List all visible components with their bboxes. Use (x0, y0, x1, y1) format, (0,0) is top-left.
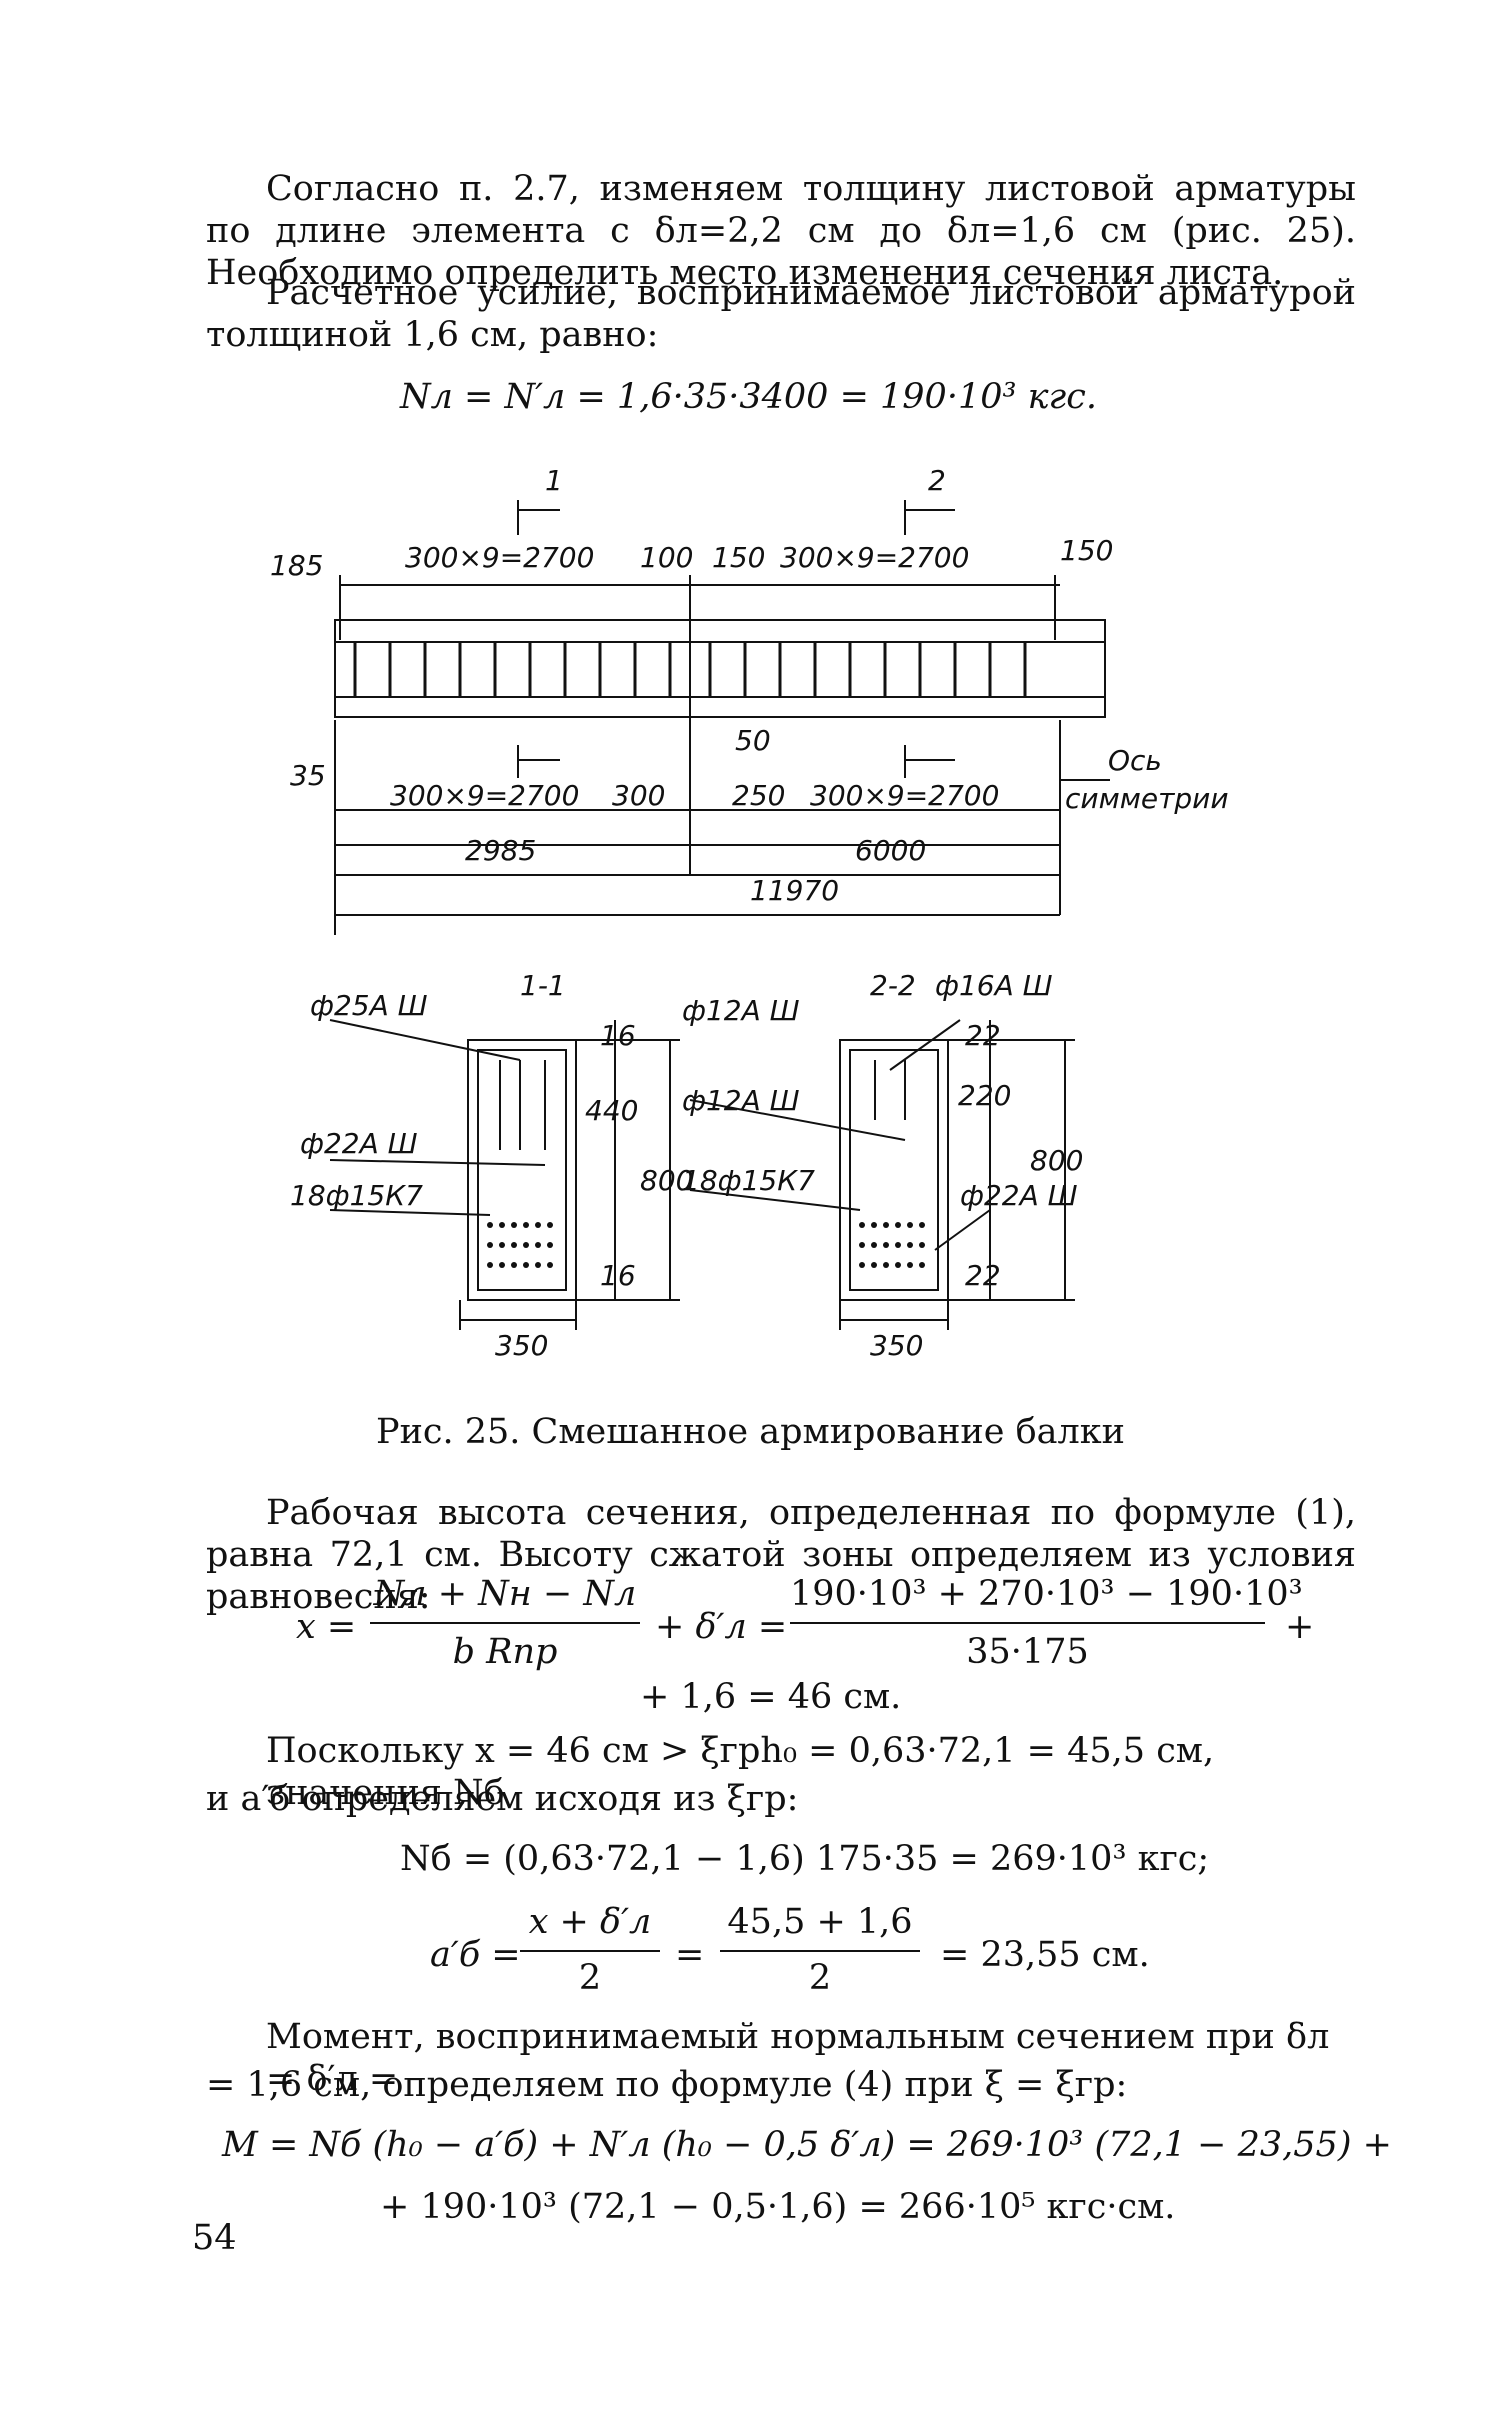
eq4-fraction-bar-1 (520, 1950, 660, 1952)
eq4-den2: 2 (808, 1958, 832, 1998)
dim-185: 185 (270, 549, 323, 582)
paragraph-5b: = 1,6 см, определяем по формуле (4) при … (206, 2065, 1128, 2105)
paragraph-2: Расчетное усилие, воспринимаемое листово… (206, 273, 1356, 355)
dim-bot-1: 300×9=2700 (390, 779, 579, 812)
eq4-result: = 23,55 см. (940, 1935, 1150, 1975)
s2-dim-22b: 22 (965, 1259, 1001, 1292)
s2-bar-label-4: ф16А Ш (935, 969, 1053, 1002)
s2-dim-22a: 22 (965, 1019, 1001, 1052)
dim-50: 50 (735, 724, 771, 757)
paragraph-4b: и a′б определяем исходя из ξгр: (206, 1779, 799, 1819)
s1-dim-800: 800 (640, 1164, 693, 1197)
dim-300: 300 (612, 779, 665, 812)
s2-dim-800: 800 (1030, 1144, 1083, 1177)
section-1-1-title: 1-1 (520, 969, 566, 1002)
axis-label-1: Ось (1108, 744, 1162, 777)
eq2-den2: 35·175 (966, 1632, 1089, 1672)
paragraph-3: Рабочая высота сечения, определенная по … (206, 1493, 1356, 1617)
dim-35: 35 (290, 759, 326, 792)
eq2-num1: Nл + Nн − Nл (373, 1574, 637, 1614)
s1-dim-440: 440 (585, 1094, 638, 1127)
s2-bar-label-1: ф12А Ш (682, 994, 800, 1027)
eq2-lhs: x = (296, 1607, 357, 1647)
eq2-fraction-bar-1 (370, 1622, 640, 1624)
dim-11970: 11970 (750, 874, 839, 907)
eq2-num2: 190·10³ + 270·10³ − 190·10³ (790, 1574, 1303, 1614)
dim-6000: 6000 (855, 834, 926, 867)
paragraph-4a: Поскольку x = 46 см > ξгрh₀ = 0,63·72,1 … (266, 1731, 1215, 1813)
dim-top-1: 300×9=2700 (405, 541, 594, 574)
page-number: 54 (192, 2218, 237, 2258)
s1-dim-350: 350 (495, 1329, 548, 1362)
dim-top-2: 300×9=2700 (780, 541, 969, 574)
equation-1: Nл = N′л = 1,6·35·3400 = 190·10³ кгс. (400, 377, 1097, 417)
s1-dim-16a: 16 (600, 1019, 636, 1052)
s2-bar-label-3: 18ф15К7 (682, 1164, 815, 1197)
dim-150a: 150 (712, 541, 765, 574)
eq2-plus: + (1285, 1607, 1315, 1647)
dim-250: 250 (732, 779, 785, 812)
section-2-2-title: 2-2 (870, 969, 916, 1002)
equation-5a: M = Nб (h₀ − a′б) + N′л (h₀ − 0,5 δ′л) =… (222, 2125, 1392, 2165)
eq4-equals: = (675, 1935, 705, 1975)
eq4-den1: 2 (578, 1958, 602, 1998)
s1-dim-16b: 16 (600, 1259, 636, 1292)
equation-5b: + 190·10³ (72,1 − 0,5·1,6) = 266·10⁵ кгс… (380, 2187, 1176, 2227)
dim-100: 100 (640, 541, 693, 574)
s2-dim-350: 350 (870, 1329, 923, 1362)
figure-caption: Рис. 25. Смешанное армирование балки (376, 1412, 1125, 1452)
eq4-num1: x + δ′л (528, 1902, 652, 1942)
eq2-fraction-bar-2 (790, 1622, 1265, 1624)
eq2-continuation: + 1,6 = 46 см. (640, 1677, 902, 1717)
eq4-fraction-bar-2 (720, 1950, 920, 1952)
equation-3: Nб = (0,63·72,1 − 1,6) 175·35 = 269·10³ … (400, 1839, 1210, 1879)
s1-bar-label-2: ф22А Ш (300, 1127, 418, 1160)
s1-bar-label-3: 18ф15К7 (290, 1179, 423, 1212)
paragraph-1: Согласно п. 2.7, изменяем толщину листов… (206, 169, 1356, 293)
eq2-mid: + δ′л = (655, 1607, 788, 1647)
eq4-num2: 45,5 + 1,6 (727, 1902, 913, 1942)
paragraph-5a: Момент, воспринимаемый нормальным сечени… (266, 2017, 1330, 2099)
dim-bot-2: 300×9=2700 (810, 779, 999, 812)
s2-bar-label-5: ф22А Ш (960, 1179, 1078, 1212)
figure-25-drawing: 1 2 185 300×9=2700 100 150 300×9=2700 15… (270, 464, 1229, 1362)
eq2-den1: b Rпр (452, 1632, 558, 1672)
sec2-mark: 2 (928, 464, 946, 497)
eq4-lhs: a′б = (430, 1935, 521, 1975)
sec1-mark: 1 (545, 464, 563, 497)
s1-bar-label-1: ф25А Ш (310, 989, 428, 1022)
dim-150b: 150 (1060, 534, 1113, 567)
s2-dim-220: 220 (958, 1079, 1011, 1112)
dim-2985: 2985 (465, 834, 536, 867)
s2-bar-label-2: ф12А Ш (682, 1084, 800, 1117)
axis-label-2: симметрии (1065, 782, 1229, 815)
